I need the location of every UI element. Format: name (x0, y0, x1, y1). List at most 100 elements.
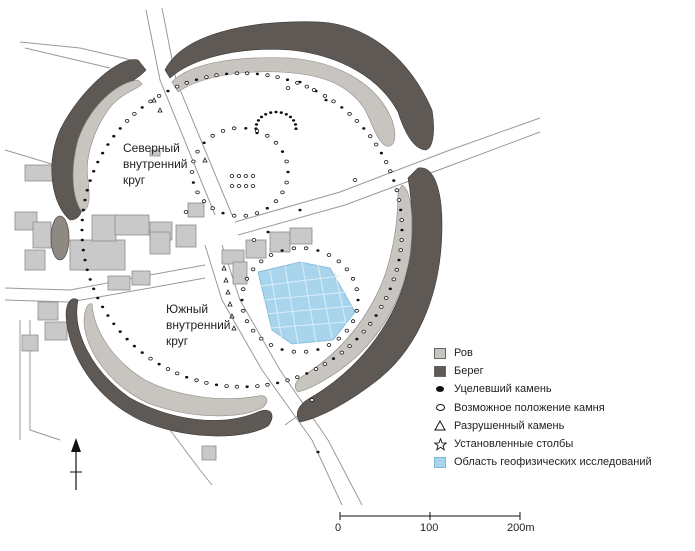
surviving-stone (356, 298, 360, 302)
possible-stone-position (350, 319, 356, 324)
possible-stone-position (132, 112, 137, 116)
possible-stone-position (191, 159, 196, 164)
destroyed-stone (202, 157, 208, 163)
possible-stone-position (265, 133, 270, 138)
surviving-stone (125, 337, 129, 341)
south-circle-label: Южный внутренний круг (166, 302, 234, 348)
surviving-stone (101, 305, 105, 309)
north-arrow-icon (70, 438, 82, 490)
ditch-swatch (432, 346, 448, 360)
possible-stone-position (250, 174, 256, 178)
geophysical-survey-area (257, 261, 356, 345)
surviving-stone (392, 179, 396, 182)
possible-stone-position (347, 344, 352, 349)
possible-stone-position (184, 80, 189, 85)
possible-stone-position (384, 296, 389, 300)
possible-stone-position (244, 319, 250, 324)
possible-stone-position (347, 112, 352, 116)
possible-stone-position (399, 238, 404, 242)
surviving-stone (245, 385, 249, 389)
surviving-stone (240, 298, 244, 302)
ditch-segments (72, 57, 413, 417)
possible-stone-position (243, 174, 249, 178)
surviving-stone (288, 115, 293, 119)
possible-stone-position (354, 287, 359, 292)
surviving-stone (269, 111, 273, 114)
possible-stone-position (322, 362, 328, 367)
possible-stone-position (273, 140, 279, 145)
legend-item-bank: Берег (432, 362, 692, 380)
surviving-stone (214, 383, 219, 387)
possible-stone-position (373, 142, 379, 147)
surviving-stone (118, 127, 122, 130)
destroyed-stone (231, 325, 237, 331)
surviving-stone (285, 78, 290, 81)
scale-tick-200m: 200m (507, 522, 535, 534)
possible-stone-position (174, 84, 180, 89)
destroyed-stone (229, 313, 235, 319)
possible-stone-position (265, 382, 270, 387)
possible-stone-position (189, 170, 195, 174)
surviving-stone (331, 357, 336, 360)
possible-stone-position (254, 128, 260, 133)
possible-stone-position (313, 367, 319, 371)
surviving-stone (255, 72, 259, 76)
possible-stone-position (183, 210, 189, 214)
surviving-stone (280, 249, 284, 252)
surviving-stone (340, 106, 344, 109)
possible-stone-position (399, 218, 404, 222)
surviving-stone (292, 119, 296, 122)
possible-stone-position (303, 246, 309, 251)
legend-label: Ров (454, 347, 473, 360)
possible-stone-position (204, 380, 209, 385)
possible-stone-position (241, 287, 246, 292)
destroyed-stone (221, 265, 227, 271)
surviving-stone (191, 181, 195, 184)
possible-stone-position (250, 328, 256, 333)
possible-stone-position (234, 71, 240, 76)
possible-stone-position (250, 184, 256, 188)
possible-stone-position (336, 336, 341, 341)
surviving-stone (316, 348, 320, 351)
destroyed-stone (151, 97, 157, 103)
possible-stone-position (156, 94, 162, 98)
possible-stone-position (250, 267, 256, 272)
legend-label: Установленные столбы (454, 438, 574, 451)
surviving-stone (256, 119, 260, 122)
surviving-stone (106, 314, 110, 317)
map-legend: Ров Берег Уцелевший камень Возможное пол… (432, 344, 692, 471)
scale-tick-100: 100 (420, 522, 439, 534)
surviving-stone (92, 287, 96, 291)
surviving-stone (355, 337, 359, 341)
possible-stone-position (285, 378, 290, 383)
legend-item-surviving-stone: Уцелевший камень (432, 380, 692, 398)
possible-stone-position (201, 199, 207, 204)
possible-stone-position (311, 88, 317, 92)
possible-stone-position (229, 184, 235, 188)
surviving-stone (400, 228, 404, 232)
possible-stone-position (148, 99, 153, 104)
surviving-stones (80, 72, 404, 454)
surviving-stone (259, 115, 264, 119)
possible-stone-position (265, 73, 270, 78)
possible-stone-position (368, 134, 373, 139)
road-network (4, 7, 541, 506)
surviving-stone (276, 381, 280, 385)
surviving-stone (85, 188, 89, 192)
possible-stone-position (303, 349, 309, 354)
surviving-stone (185, 375, 189, 379)
possible-stone-position (384, 160, 389, 164)
possible-stone-position (124, 119, 130, 123)
destroyed-stone (225, 289, 231, 295)
possible-stone-position (322, 94, 328, 98)
destroyed-stone (227, 301, 233, 307)
surviving-stone (106, 143, 110, 146)
surviving-stone (225, 72, 229, 76)
surviving-stone (112, 322, 116, 326)
possible-stone-position (394, 267, 399, 272)
possible-stone-position (368, 321, 373, 326)
surviving-stone (81, 248, 85, 252)
triangle-icon (432, 419, 448, 433)
possible-stone-position (396, 198, 402, 202)
